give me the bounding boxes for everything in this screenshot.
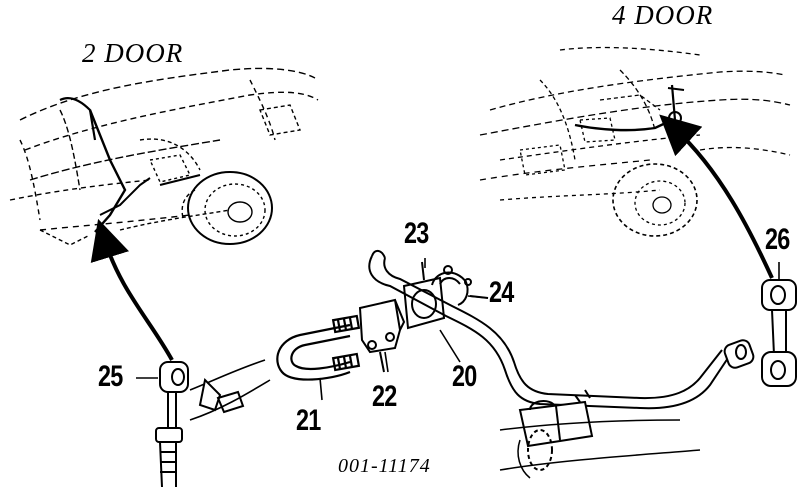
part-22-bracket bbox=[358, 298, 406, 373]
callout-20: 20 bbox=[452, 360, 477, 393]
part-23-bushing bbox=[402, 261, 446, 330]
callout-26: 26 bbox=[765, 223, 790, 256]
part-25-stabilizer-link bbox=[155, 359, 271, 487]
part-code: 001-11174 bbox=[338, 455, 431, 477]
part-20-stabilizer-bar bbox=[368, 250, 755, 479]
title-four-door: 4 DOOR bbox=[612, 0, 714, 30]
callout-21: 21 bbox=[296, 404, 321, 437]
callout-22: 22 bbox=[372, 380, 397, 413]
callout-leader-lines bbox=[136, 258, 780, 401]
title-two-door: 2 DOOR bbox=[82, 38, 184, 68]
arrow-25-to-two-door bbox=[90, 218, 174, 361]
callout-23: 23 bbox=[404, 217, 429, 250]
part-26-stabilizer-link bbox=[761, 279, 797, 387]
part-21-u-bolt bbox=[276, 314, 361, 381]
four-door-chassis-illustration bbox=[479, 46, 791, 237]
callout-24: 24 bbox=[489, 276, 514, 309]
two-door-chassis-illustration bbox=[9, 67, 319, 246]
arrow-26-to-four-door bbox=[659, 114, 774, 279]
callout-25: 25 bbox=[98, 360, 123, 393]
